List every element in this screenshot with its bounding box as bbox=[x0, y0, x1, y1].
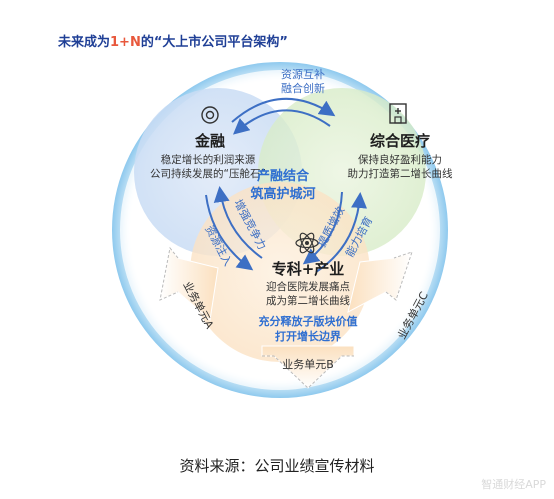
page-title: 未来成为1+N的“大上市公司平台架构” bbox=[58, 31, 288, 50]
title-prefix: 未来成为 bbox=[58, 35, 111, 50]
finance-desc-1: 稳定增长的利润来源 bbox=[161, 153, 256, 166]
title-suffix: 的“大上市公司平台架构” bbox=[140, 35, 288, 50]
top-arrow-right bbox=[231, 97, 336, 123]
industry-desc-1: 迎合医院发展痛点 bbox=[266, 280, 350, 293]
source-note: 资料来源：公司业绩宣传材料 bbox=[179, 457, 375, 475]
right-inner-arrow bbox=[302, 191, 343, 265]
top-arrow-left bbox=[232, 109, 331, 135]
business-unit-c-arrow bbox=[347, 251, 413, 313]
industry-circle bbox=[190, 182, 370, 362]
hospital-building-icon bbox=[389, 103, 407, 124]
business-unit-a-arrow bbox=[159, 246, 219, 321]
title-highlight: 1+N bbox=[110, 35, 141, 50]
finance-title: 金融 bbox=[194, 132, 225, 150]
medical-desc-1: 保持良好盈利能力 bbox=[358, 153, 442, 166]
center-line1: 产融结合 bbox=[257, 168, 310, 184]
industry-title: 专科+产业 bbox=[272, 260, 345, 278]
left-inner-arrow bbox=[213, 186, 263, 259]
value-line1: 充分释放子版块价值 bbox=[259, 314, 358, 328]
left-outer-arrow bbox=[205, 194, 254, 271]
business-unit-b-arrow bbox=[261, 345, 355, 389]
industry-desc-2: 成为第二增长曲线 bbox=[266, 294, 350, 307]
business-unit-b-label: 业务单元B bbox=[282, 358, 334, 371]
top-link-line2: 融合创新 bbox=[281, 81, 325, 95]
coin-icon bbox=[201, 106, 219, 124]
center-line2: 筑高护城河 bbox=[250, 186, 315, 202]
finance-desc-2: 公司持续发展的“压舱石” bbox=[150, 167, 266, 180]
atom-icon bbox=[295, 232, 319, 254]
medical-title: 综合医疗 bbox=[370, 132, 430, 150]
value-line2: 打开增长边界 bbox=[275, 329, 341, 343]
watermark: 智通财经APP bbox=[481, 478, 546, 491]
medical-desc-2: 助力打造第二增长曲线 bbox=[348, 167, 453, 180]
right-outer-arrow bbox=[315, 192, 368, 273]
top-link-line1: 资源互补 bbox=[281, 67, 325, 81]
